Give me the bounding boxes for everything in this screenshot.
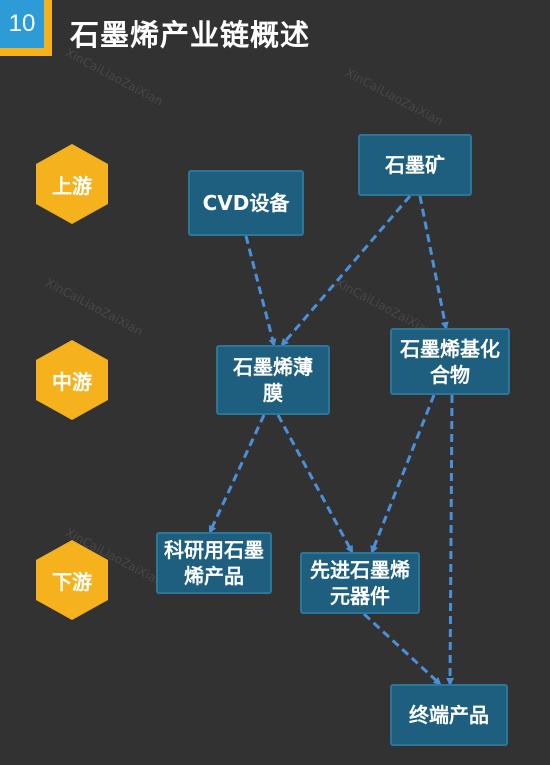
node-label: 石墨烯薄膜 xyxy=(233,355,313,405)
node-label: 石墨矿 xyxy=(385,153,445,177)
node-label: CVD设备 xyxy=(202,191,290,215)
node-graphene-film: 石墨烯薄膜 xyxy=(216,345,330,415)
node-label: 科研用石墨烯产品 xyxy=(164,538,264,588)
stage-upstream-label: 上游 xyxy=(52,173,92,198)
stage-midstream-label: 中游 xyxy=(52,369,92,394)
section-number-badge: 10 xyxy=(0,0,52,56)
arrow-graphite-to-film xyxy=(280,195,412,347)
node-advanced-devices: 先进石墨烯元器件 xyxy=(300,552,420,614)
node-graphite-ore: 石墨矿 xyxy=(358,134,472,196)
node-cvd-equipment: CVD设备 xyxy=(188,170,304,236)
node-label: 石墨烯基化合物 xyxy=(400,336,500,387)
node-label: 先进石墨烯元器件 xyxy=(310,558,410,608)
arrow-film-to-research xyxy=(208,414,266,534)
arrow-film-to-devices xyxy=(276,414,354,554)
node-label: 终端产品 xyxy=(409,703,489,727)
arrow-devices-to-terminal xyxy=(362,612,442,686)
arrow-cvd-to-film xyxy=(244,235,277,347)
page-title: 石墨烯产业链概述 xyxy=(70,18,311,52)
stage-midstream-hexagon: 中游 xyxy=(36,340,108,420)
arrow-compound-to-devices xyxy=(370,394,436,554)
stage-downstream-label: 下游 xyxy=(52,569,92,594)
arrow-graphite-to-compound xyxy=(418,195,449,330)
node-terminal-products: 终端产品 xyxy=(390,684,508,746)
section-number: 10 xyxy=(0,0,44,48)
node-graphene-compound: 石墨烯基化合物 xyxy=(390,328,510,395)
arrow-compound-to-terminal xyxy=(446,394,455,686)
node-research-products: 科研用石墨烯产品 xyxy=(156,532,272,594)
